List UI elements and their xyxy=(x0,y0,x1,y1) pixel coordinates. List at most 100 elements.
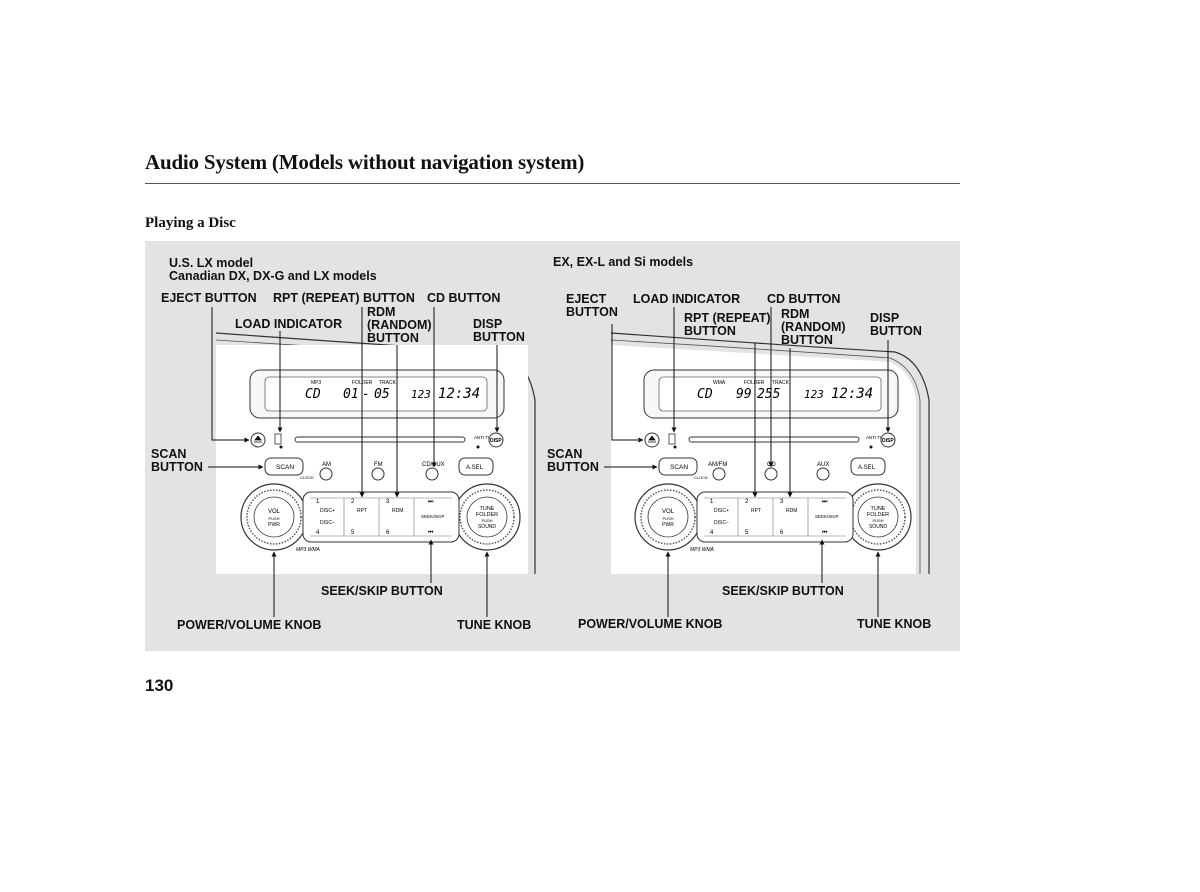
svg-text:CLOCK: CLOCK xyxy=(300,475,314,480)
svg-text:CD: CD xyxy=(767,462,776,468)
svg-text:MP3 WMA: MP3 WMA xyxy=(296,547,321,553)
left-power-label: POWER/VOLUME KNOB xyxy=(177,618,322,632)
svg-text:CD/AUX: CD/AUX xyxy=(422,462,445,468)
svg-text:RDM: RDM xyxy=(392,508,403,514)
svg-text:A.SEL: A.SEL xyxy=(858,465,876,471)
svg-text:TUNE: TUNE xyxy=(871,506,886,512)
svg-text:-: - xyxy=(362,387,370,402)
svg-text:MP3 WMA: MP3 WMA xyxy=(690,547,715,553)
right-cd-label: CD BUTTON xyxy=(767,292,841,306)
display-source-right: CD xyxy=(697,387,713,402)
svg-text:4: 4 xyxy=(316,530,320,536)
svg-text:⏮: ⏮ xyxy=(822,530,828,536)
svg-text:DISC+: DISC+ xyxy=(714,508,729,514)
svg-text:AM/FM: AM/FM xyxy=(708,462,727,468)
svg-text:PUSH: PUSH xyxy=(872,518,883,523)
svg-text:ANTI THEFT: ANTI THEFT xyxy=(866,435,892,440)
scan-button-graphic xyxy=(264,457,304,476)
svg-text:RPT: RPT xyxy=(751,508,761,514)
svg-text:TRACK: TRACK xyxy=(772,380,790,386)
right-tune-label: TUNE KNOB xyxy=(857,617,932,631)
right-load-label: LOAD INDICATOR xyxy=(633,292,741,306)
svg-text:A.SEL: A.SEL xyxy=(466,465,484,471)
svg-text:2: 2 xyxy=(351,499,355,505)
svg-text:2: 2 xyxy=(745,499,749,505)
svg-text:AUX: AUX xyxy=(817,462,829,468)
page-number: 130 xyxy=(145,676,174,695)
svg-text:FM: FM xyxy=(374,462,383,468)
right-rpt-label: RPT (REPEAT)BUTTON xyxy=(684,311,771,338)
svg-text:12:34: 12:34 xyxy=(831,386,873,402)
left-seek-label: SEEK/SKIP BUTTON xyxy=(321,584,443,598)
page-title: Audio System (Models without navigation … xyxy=(145,150,585,174)
right-rdm-label: RDM(RANDOM)BUTTON xyxy=(781,307,846,347)
display-track: 05 xyxy=(374,387,390,402)
left-eject-label: EJECT BUTTON xyxy=(161,291,257,305)
title-divider xyxy=(145,183,960,184)
svg-text:255: 255 xyxy=(757,387,781,402)
svg-text:SEEK/SKIP: SEEK/SKIP xyxy=(421,514,445,519)
svg-text:SCAN: SCAN xyxy=(276,464,294,471)
svg-text:DISP: DISP xyxy=(490,438,502,444)
display-clock: 12:34 xyxy=(438,386,480,402)
svg-text:PWR: PWR xyxy=(268,522,280,528)
svg-text:WMA: WMA xyxy=(713,380,726,386)
svg-text:VOL: VOL xyxy=(662,509,675,515)
svg-text:DISC+: DISC+ xyxy=(320,508,335,514)
svg-text:DISC−: DISC− xyxy=(320,520,335,526)
svg-text:SOUND: SOUND xyxy=(478,524,496,530)
display-source: CD xyxy=(305,387,321,402)
svg-text:1: 1 xyxy=(316,499,320,505)
left-rdm-label: RDM(RANDOM)BUTTON xyxy=(367,305,432,345)
svg-text:⏭: ⏭ xyxy=(822,499,828,505)
display-track-tag: TRACK xyxy=(379,380,397,386)
svg-text:3: 3 xyxy=(780,499,784,505)
svg-text:TUNE: TUNE xyxy=(480,506,495,512)
right-power-label: POWER/VOLUME KNOB xyxy=(578,617,723,631)
svg-text:SOUND: SOUND xyxy=(869,524,887,530)
anti-theft-label: ANTI THEFT xyxy=(474,435,500,440)
display-number: 123 xyxy=(411,388,431,401)
svg-text:123: 123 xyxy=(804,388,824,401)
left-cd-label: CD BUTTON xyxy=(427,291,501,305)
left-rpt-label: RPT (REPEAT) BUTTON xyxy=(273,291,415,305)
svg-text:SEEK/SKIP: SEEK/SKIP xyxy=(815,514,839,519)
right-model-heading: EX, EX-L and Si models xyxy=(553,255,694,269)
svg-text:CLOCK: CLOCK xyxy=(694,475,708,480)
svg-text:3: 3 xyxy=(386,499,390,505)
svg-text:RDM: RDM xyxy=(786,508,797,514)
svg-text:⏭: ⏭ xyxy=(428,499,434,505)
svg-text:6: 6 xyxy=(780,530,784,536)
right-radio-unit: WMA FOLDER TRACK CD 99 255 123 12:34 ANT… xyxy=(604,307,930,617)
svg-text:FOLDER: FOLDER xyxy=(744,380,765,386)
svg-text:DISC−: DISC− xyxy=(714,520,729,526)
svg-text:PUSH: PUSH xyxy=(268,516,279,521)
display-folder: 01 xyxy=(343,387,359,402)
svg-text:SCAN: SCAN xyxy=(670,464,688,471)
left-tune-label: TUNE KNOB xyxy=(457,618,532,632)
svg-text:AM: AM xyxy=(322,462,331,468)
svg-text:DISP: DISP xyxy=(882,438,894,444)
svg-text:VOL: VOL xyxy=(268,509,281,515)
svg-text:RPT: RPT xyxy=(357,508,367,514)
svg-text:1: 1 xyxy=(710,499,714,505)
left-radio-unit: MP3 FOLDER TRACK CD 01 - 05 123 12:34 AN… xyxy=(208,307,536,617)
subsection-heading: Playing a Disc xyxy=(145,215,236,231)
disp-button-graphic xyxy=(488,432,504,448)
svg-text:⏮: ⏮ xyxy=(428,530,434,536)
svg-text:5: 5 xyxy=(351,530,355,536)
svg-text:FOLDER: FOLDER xyxy=(476,512,498,518)
asel-button-graphic xyxy=(458,457,494,476)
svg-text:FOLDER: FOLDER xyxy=(867,512,889,518)
svg-text:6: 6 xyxy=(386,530,390,536)
left-load-label: LOAD INDICATOR xyxy=(235,317,343,331)
display-mp3-tag: MP3 xyxy=(311,380,322,386)
svg-text:PWR: PWR xyxy=(662,522,674,528)
